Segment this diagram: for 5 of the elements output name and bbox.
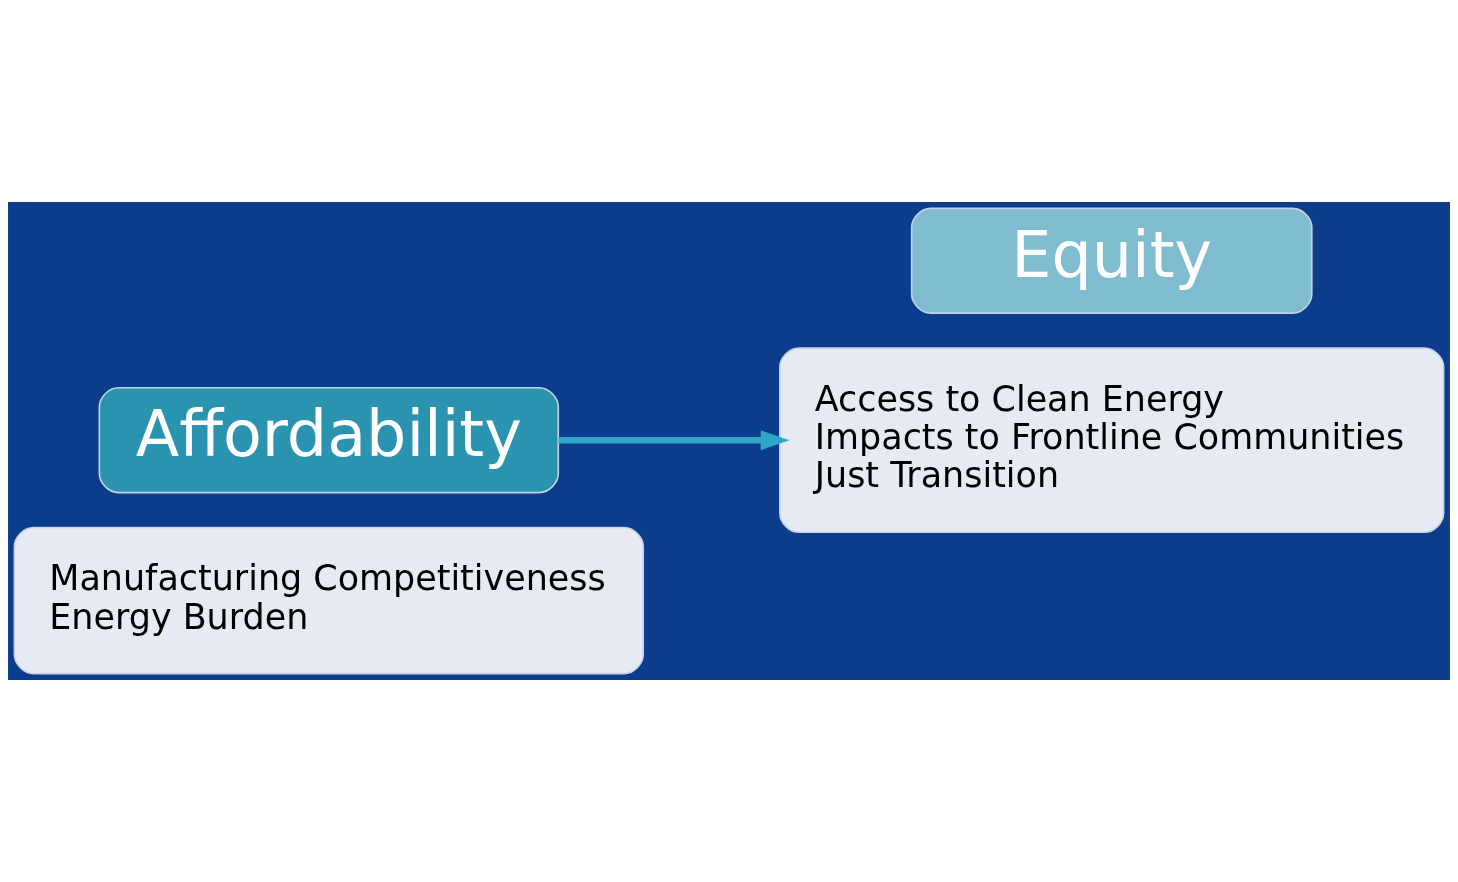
node-box: Equity <box>910 207 1313 314</box>
arrow <box>558 430 790 451</box>
node-box: Affordability <box>98 387 560 494</box>
node-box: Manufacturing Competitiveness Energy Burden <box>13 526 645 675</box>
node-box: Access to Clean Energy Impacts to Frontline Communities Just Transition <box>779 347 1445 534</box>
